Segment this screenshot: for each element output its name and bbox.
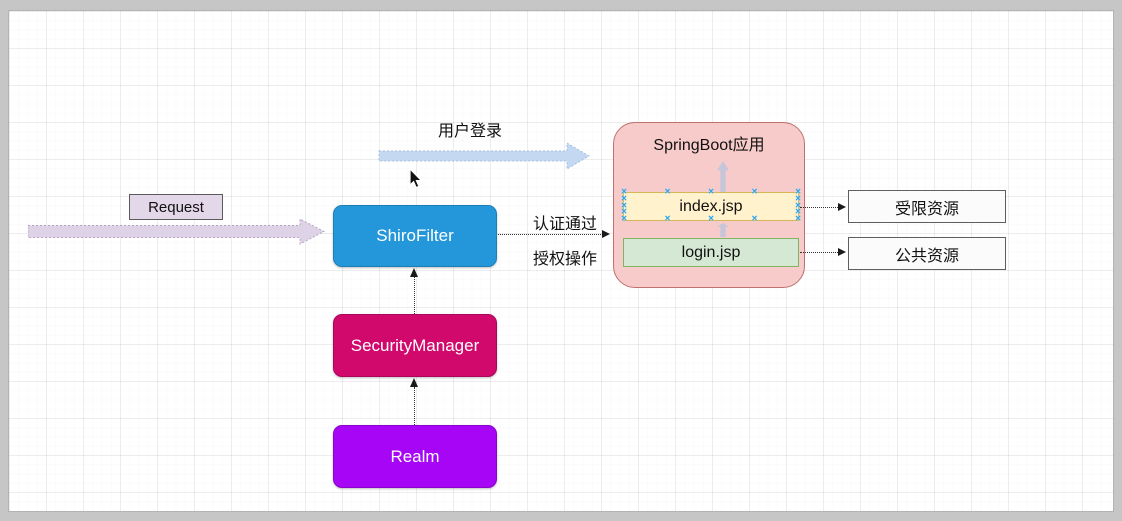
connection-point-icon[interactable]: ×	[708, 186, 714, 198]
arrowhead-up-icon	[410, 378, 418, 387]
connection-point-icon[interactable]: ×	[795, 193, 801, 205]
connection-point-icon[interactable]: ×	[795, 186, 801, 198]
internal-flow-arrow	[717, 223, 729, 237]
realm-node[interactable]: Realm	[333, 425, 497, 488]
connection-point-icon[interactable]: ×	[664, 186, 671, 198]
connection-point-icon[interactable]: ×	[751, 213, 758, 225]
index-jsp-label: index.jsp	[679, 197, 743, 215]
auth-pass-label[interactable]: 认证通过	[532, 216, 597, 233]
connection-point-icon[interactable]: ×	[621, 193, 627, 205]
connection-point-icon[interactable]: ×	[621, 213, 627, 225]
user-login-label[interactable]: 用户登录	[437, 123, 502, 140]
request-label-node[interactable]: Request	[129, 194, 223, 220]
shiro-filter-label: ShiroFilter	[376, 226, 454, 245]
login-jsp-node[interactable]: login.jsp	[623, 238, 799, 267]
security-manager-label: SecurityManager	[350, 335, 480, 355]
connection-point-icon[interactable]: ×	[795, 213, 801, 225]
mouse-cursor-icon	[409, 168, 423, 189]
user-login-arrow[interactable]	[378, 141, 591, 171]
connection-point-icon[interactable]: ×	[621, 186, 627, 198]
connection-point-icon[interactable]: ×	[795, 200, 801, 211]
authz-op-label[interactable]: 授权操作	[532, 251, 597, 268]
security-manager-node[interactable]: SecurityManager	[333, 314, 497, 377]
public-resource-label: 公共资源	[894, 247, 959, 265]
arrowhead-right-icon	[838, 203, 846, 211]
internal-flow-arrow	[717, 161, 729, 194]
connection-point-icon[interactable]: ×	[664, 213, 671, 225]
connection-point-icon[interactable]: ×	[708, 213, 714, 225]
realm-connector[interactable]	[414, 387, 415, 425]
arrowhead-right-icon	[838, 248, 846, 256]
request-label: Request	[148, 198, 204, 216]
request-flow-arrow[interactable]	[28, 218, 326, 245]
arrowhead-up-icon	[410, 268, 418, 277]
shiro-filter-node[interactable]: ShiroFilter	[333, 205, 497, 267]
arrowhead-right-icon	[602, 230, 610, 238]
auth-connector[interactable]	[498, 234, 603, 235]
login-public-connector[interactable]	[800, 252, 840, 253]
restricted-resource-label: 受限资源	[894, 200, 959, 218]
security-manager-connector[interactable]	[414, 277, 415, 314]
index-restricted-connector[interactable]	[800, 207, 840, 208]
realm-label: Realm	[390, 446, 440, 466]
springboot-app-label: SpringBoot应用	[653, 137, 765, 154]
connection-point-icon[interactable]: ×	[621, 206, 627, 218]
login-jsp-label: login.jsp	[681, 243, 741, 261]
restricted-resource-node[interactable]: 受限资源	[848, 190, 1006, 223]
springboot-app-node[interactable]: SpringBoot应用 index.jsp × × × × × × × × ×…	[613, 122, 805, 288]
connection-point-icon[interactable]: ×	[751, 186, 758, 198]
index-jsp-node[interactable]: index.jsp × × × × × × × × × × × × × × × …	[621, 187, 801, 224]
connection-point-icon[interactable]: ×	[621, 200, 627, 211]
connection-point-icon[interactable]: ×	[795, 206, 801, 218]
public-resource-node[interactable]: 公共资源	[848, 237, 1006, 270]
